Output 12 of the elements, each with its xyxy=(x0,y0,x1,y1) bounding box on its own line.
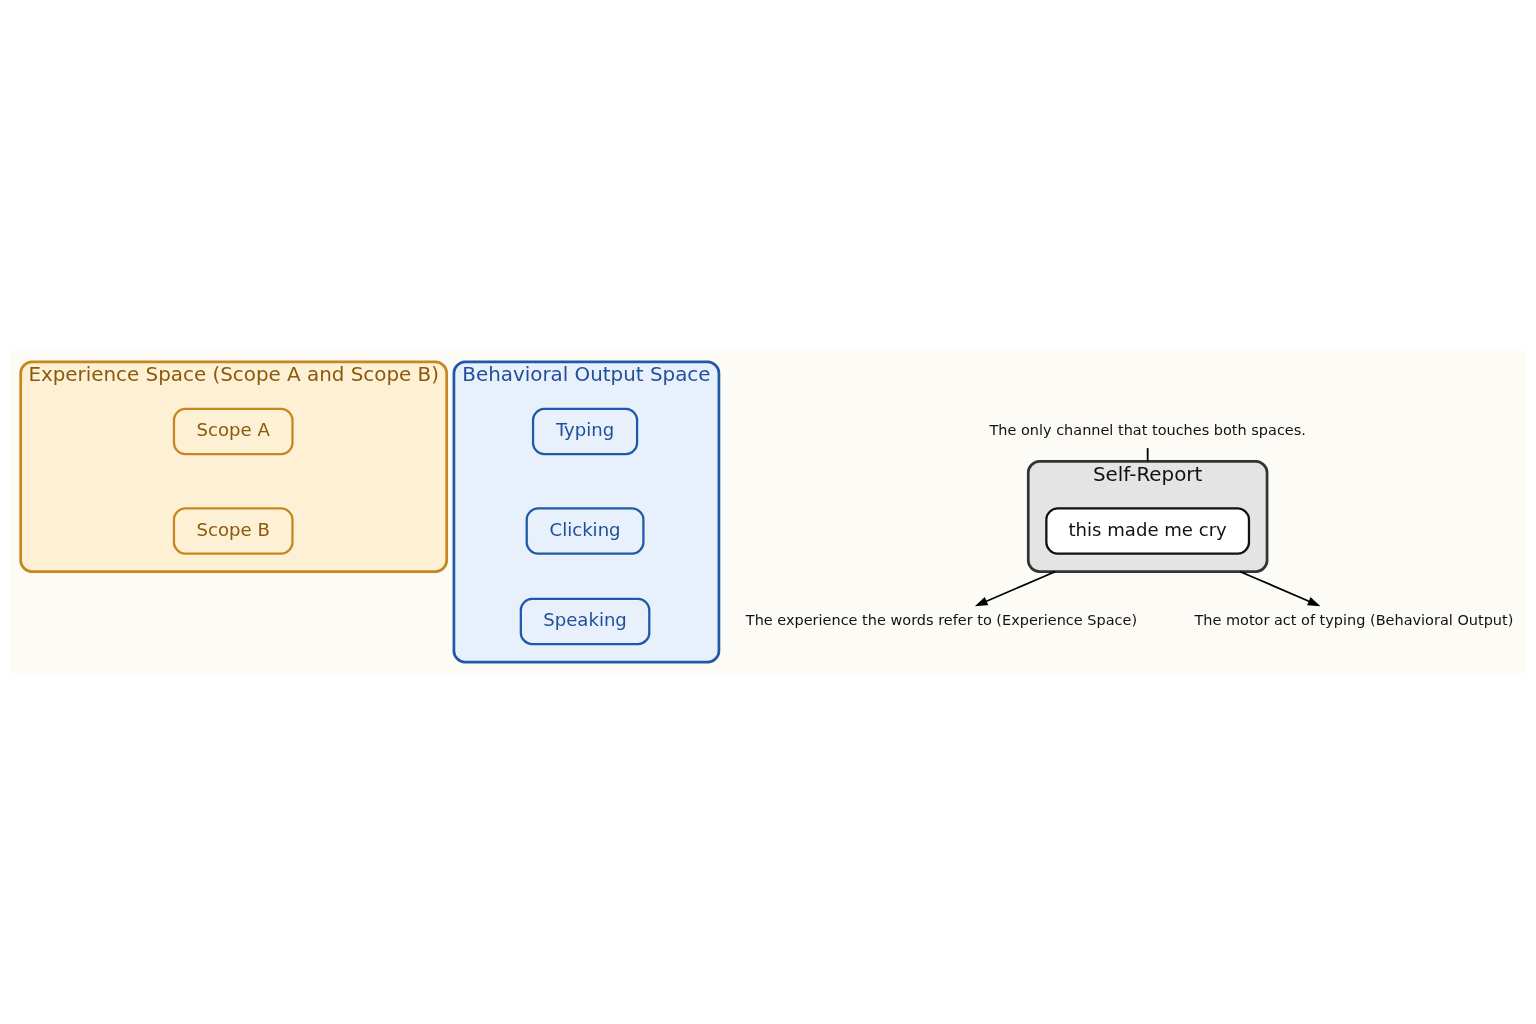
arrow xyxy=(1239,570,1321,607)
connector xyxy=(1146,447,1149,463)
node-box: Scope A xyxy=(172,407,294,456)
node-box: Scope B xyxy=(172,507,294,555)
arrow xyxy=(974,570,1056,607)
node-text: The only channel that touches both spaces. xyxy=(989,421,1306,438)
node-text: The motor act of typing (Behavioral Output) xyxy=(1194,611,1514,628)
node-box: this made me cry xyxy=(1045,507,1251,555)
node-box: Clicking xyxy=(525,507,645,555)
node-text: The experience the words refer to (Experience Space) xyxy=(745,611,1138,628)
node-box: Speaking xyxy=(519,597,651,646)
node-box: Typing xyxy=(531,407,639,456)
